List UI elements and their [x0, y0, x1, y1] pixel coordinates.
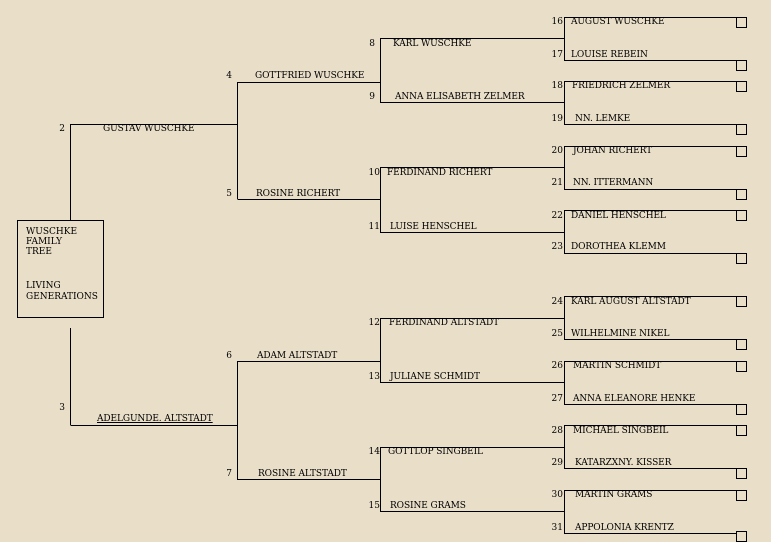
- person-number-10: 10: [368, 168, 380, 178]
- unknown-parent-box: [736, 146, 747, 157]
- person-name-2: GUSTAV WUSCHKE: [103, 124, 195, 134]
- person-name-8: KARL WUSCHKE: [393, 39, 472, 49]
- person-number-12: 12: [368, 318, 380, 328]
- person-number-26: 26: [551, 361, 563, 371]
- person-number-17: 17: [551, 50, 563, 60]
- unknown-parent-box: [736, 361, 747, 372]
- person-name-22: DANIEL HENSCHEL: [571, 211, 666, 221]
- person-name-20: JOHAN RICHERT: [573, 146, 653, 156]
- person-number-25: 25: [551, 329, 563, 339]
- person-number-2: 2: [59, 124, 65, 134]
- person-name-19: NN. LEMKE: [575, 114, 631, 124]
- person-name-15: ROSINE GRAMS: [390, 501, 466, 511]
- person-number-23: 23: [551, 242, 563, 252]
- unknown-parent-box: [736, 404, 747, 415]
- person-name-18: FRIEDRICH ZELMER: [572, 81, 671, 91]
- person-name-11: LUISE HENSCHEL: [390, 222, 477, 232]
- person-name-4: GOTTFRIED WUSCHKE: [255, 71, 365, 81]
- person-number-16: 16: [551, 17, 563, 27]
- person-name-12: FERDINAND ALTSTADT: [389, 318, 500, 328]
- unknown-parent-box: [736, 339, 747, 350]
- unknown-parent-box: [736, 210, 747, 221]
- person-name-3: ADELGUNDE. ALTSTADT: [97, 414, 213, 424]
- person-number-18: 18: [551, 81, 563, 91]
- person-name-26: MARTIN SCHMIDT: [573, 361, 662, 371]
- person-name-27: ANNA ELEANORE HENKE: [573, 394, 696, 404]
- person-number-9: 9: [369, 92, 375, 102]
- unknown-parent-box: [736, 425, 747, 436]
- unknown-parent-box: [736, 253, 747, 264]
- person-name-30: MARTIN GRAMS: [575, 490, 653, 500]
- unknown-parent-box: [736, 189, 747, 200]
- unknown-parent-box: [736, 81, 747, 92]
- person-name-5: ROSINE RICHERT: [256, 189, 341, 199]
- person-name-23: DOROTHEA KLEMM: [571, 242, 666, 252]
- person-number-8: 8: [369, 39, 375, 49]
- person-number-30: 30: [551, 490, 563, 500]
- root-subtitle-line-1: LIVING: [26, 281, 61, 291]
- root-subtitle-line-2: GENERATIONS: [26, 292, 98, 302]
- person-number-4: 4: [226, 71, 232, 81]
- person-number-14: 14: [368, 447, 380, 457]
- root-title-line-3: TREE: [26, 247, 52, 257]
- person-name-16: AUGUST WUSCHKE: [571, 17, 665, 27]
- root-title-line-2: FAMILY: [26, 237, 63, 247]
- person-number-7: 7: [226, 469, 232, 479]
- person-number-27: 27: [551, 394, 563, 404]
- person-name-28: MICHAEL SINGBEIL: [573, 426, 669, 436]
- person-name-29: KATARZXNY. KISSER: [575, 458, 672, 468]
- person-number-3: 3: [59, 403, 65, 413]
- person-name-10: FERDINAND RICHERT: [387, 168, 493, 178]
- person-number-24: 24: [551, 297, 563, 307]
- person-number-13: 13: [368, 372, 380, 382]
- person-name-13: JULIANE SCHMIDT: [390, 372, 480, 382]
- person-number-21: 21: [551, 178, 563, 188]
- person-number-6: 6: [226, 351, 232, 361]
- root-title-line-1: WUSCHKE: [26, 227, 78, 237]
- unknown-parent-box: [736, 468, 747, 479]
- unknown-parent-box: [736, 490, 747, 501]
- person-number-5: 5: [226, 189, 232, 199]
- person-number-19: 19: [551, 114, 563, 124]
- unknown-parent-box: [736, 531, 747, 542]
- person-number-31: 31: [551, 523, 563, 533]
- person-name-21: NN. ITTERMANN: [573, 178, 654, 188]
- person-name-9: ANNA ELISABETH ZELMER: [395, 92, 525, 102]
- unknown-parent-box: [736, 124, 747, 135]
- person-name-24: KARL AUGUST ALTSTADT: [571, 297, 691, 307]
- unknown-parent-box: [736, 17, 747, 28]
- person-number-22: 22: [551, 211, 563, 221]
- root-box: WUSCHKE FAMILY TREE LIVING GENERATIONS: [17, 220, 104, 318]
- person-name-31: APPOLONIA KRENTZ: [575, 523, 674, 533]
- person-number-29: 29: [551, 458, 563, 468]
- person-number-28: 28: [551, 426, 563, 436]
- person-name-25: WILHELMINE NIKEL: [571, 329, 670, 339]
- person-number-20: 20: [551, 146, 563, 156]
- unknown-parent-box: [736, 60, 747, 71]
- person-number-11: 11: [368, 222, 380, 232]
- person-name-17: LOUISE REBEIN: [571, 50, 648, 60]
- person-name-6: ADAM ALTSTADT: [257, 351, 338, 361]
- person-name-14: GOTTLOP SINGBEIL: [388, 447, 483, 457]
- person-number-15: 15: [368, 501, 380, 511]
- person-name-7: ROSINE ALTSTADT: [258, 469, 347, 479]
- unknown-parent-box: [736, 296, 747, 307]
